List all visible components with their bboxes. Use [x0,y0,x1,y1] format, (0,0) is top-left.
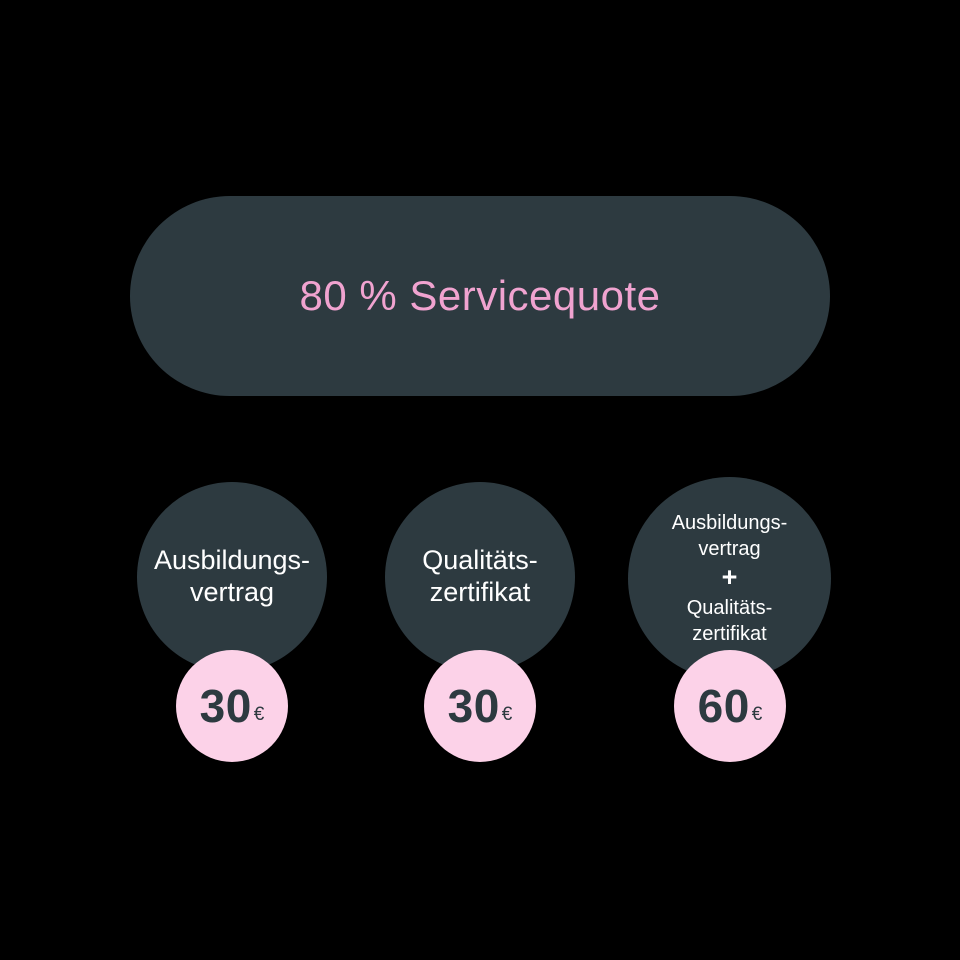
price-badge-kombination: 60 € [674,650,786,762]
price-badge-qualitaetszertifikat: 30 € [424,650,536,762]
circle-label-line: vertrag [189,577,275,607]
banner-title: 80 % Servicequote [299,272,661,319]
servicequote-banner: 80 % Servicequote [130,196,830,396]
circle-ausbildungsvertrag: Ausbildungs- vertrag [137,482,327,672]
euro-symbol: € [253,704,265,725]
circle-label-line: Qualitäts- [686,597,773,619]
circle-label-line: zertifikat [692,623,767,645]
euro-symbol: € [501,704,513,725]
euro-symbol: € [751,704,763,725]
circle-qualitaetszertifikat: Qualitäts- zertifikat [385,482,575,672]
price-value: 30 [199,680,252,732]
price-badge-ausbildungsvertrag: 30 € [176,650,288,762]
circle-label-line: Qualitäts- [422,545,538,576]
circle-kombination: Ausbildungs- vertrag + Qualitäts- zertif… [628,477,831,680]
price-value: 60 [697,680,750,732]
circle-label-line: vertrag [698,538,761,560]
circle-label-line: Ausbildungs- [153,545,311,576]
circle-label-line: zertifikat [429,577,531,607]
plus-sign: + [721,562,738,592]
price-value: 30 [447,680,500,732]
circle-label-line: Ausbildungs- [671,512,788,534]
